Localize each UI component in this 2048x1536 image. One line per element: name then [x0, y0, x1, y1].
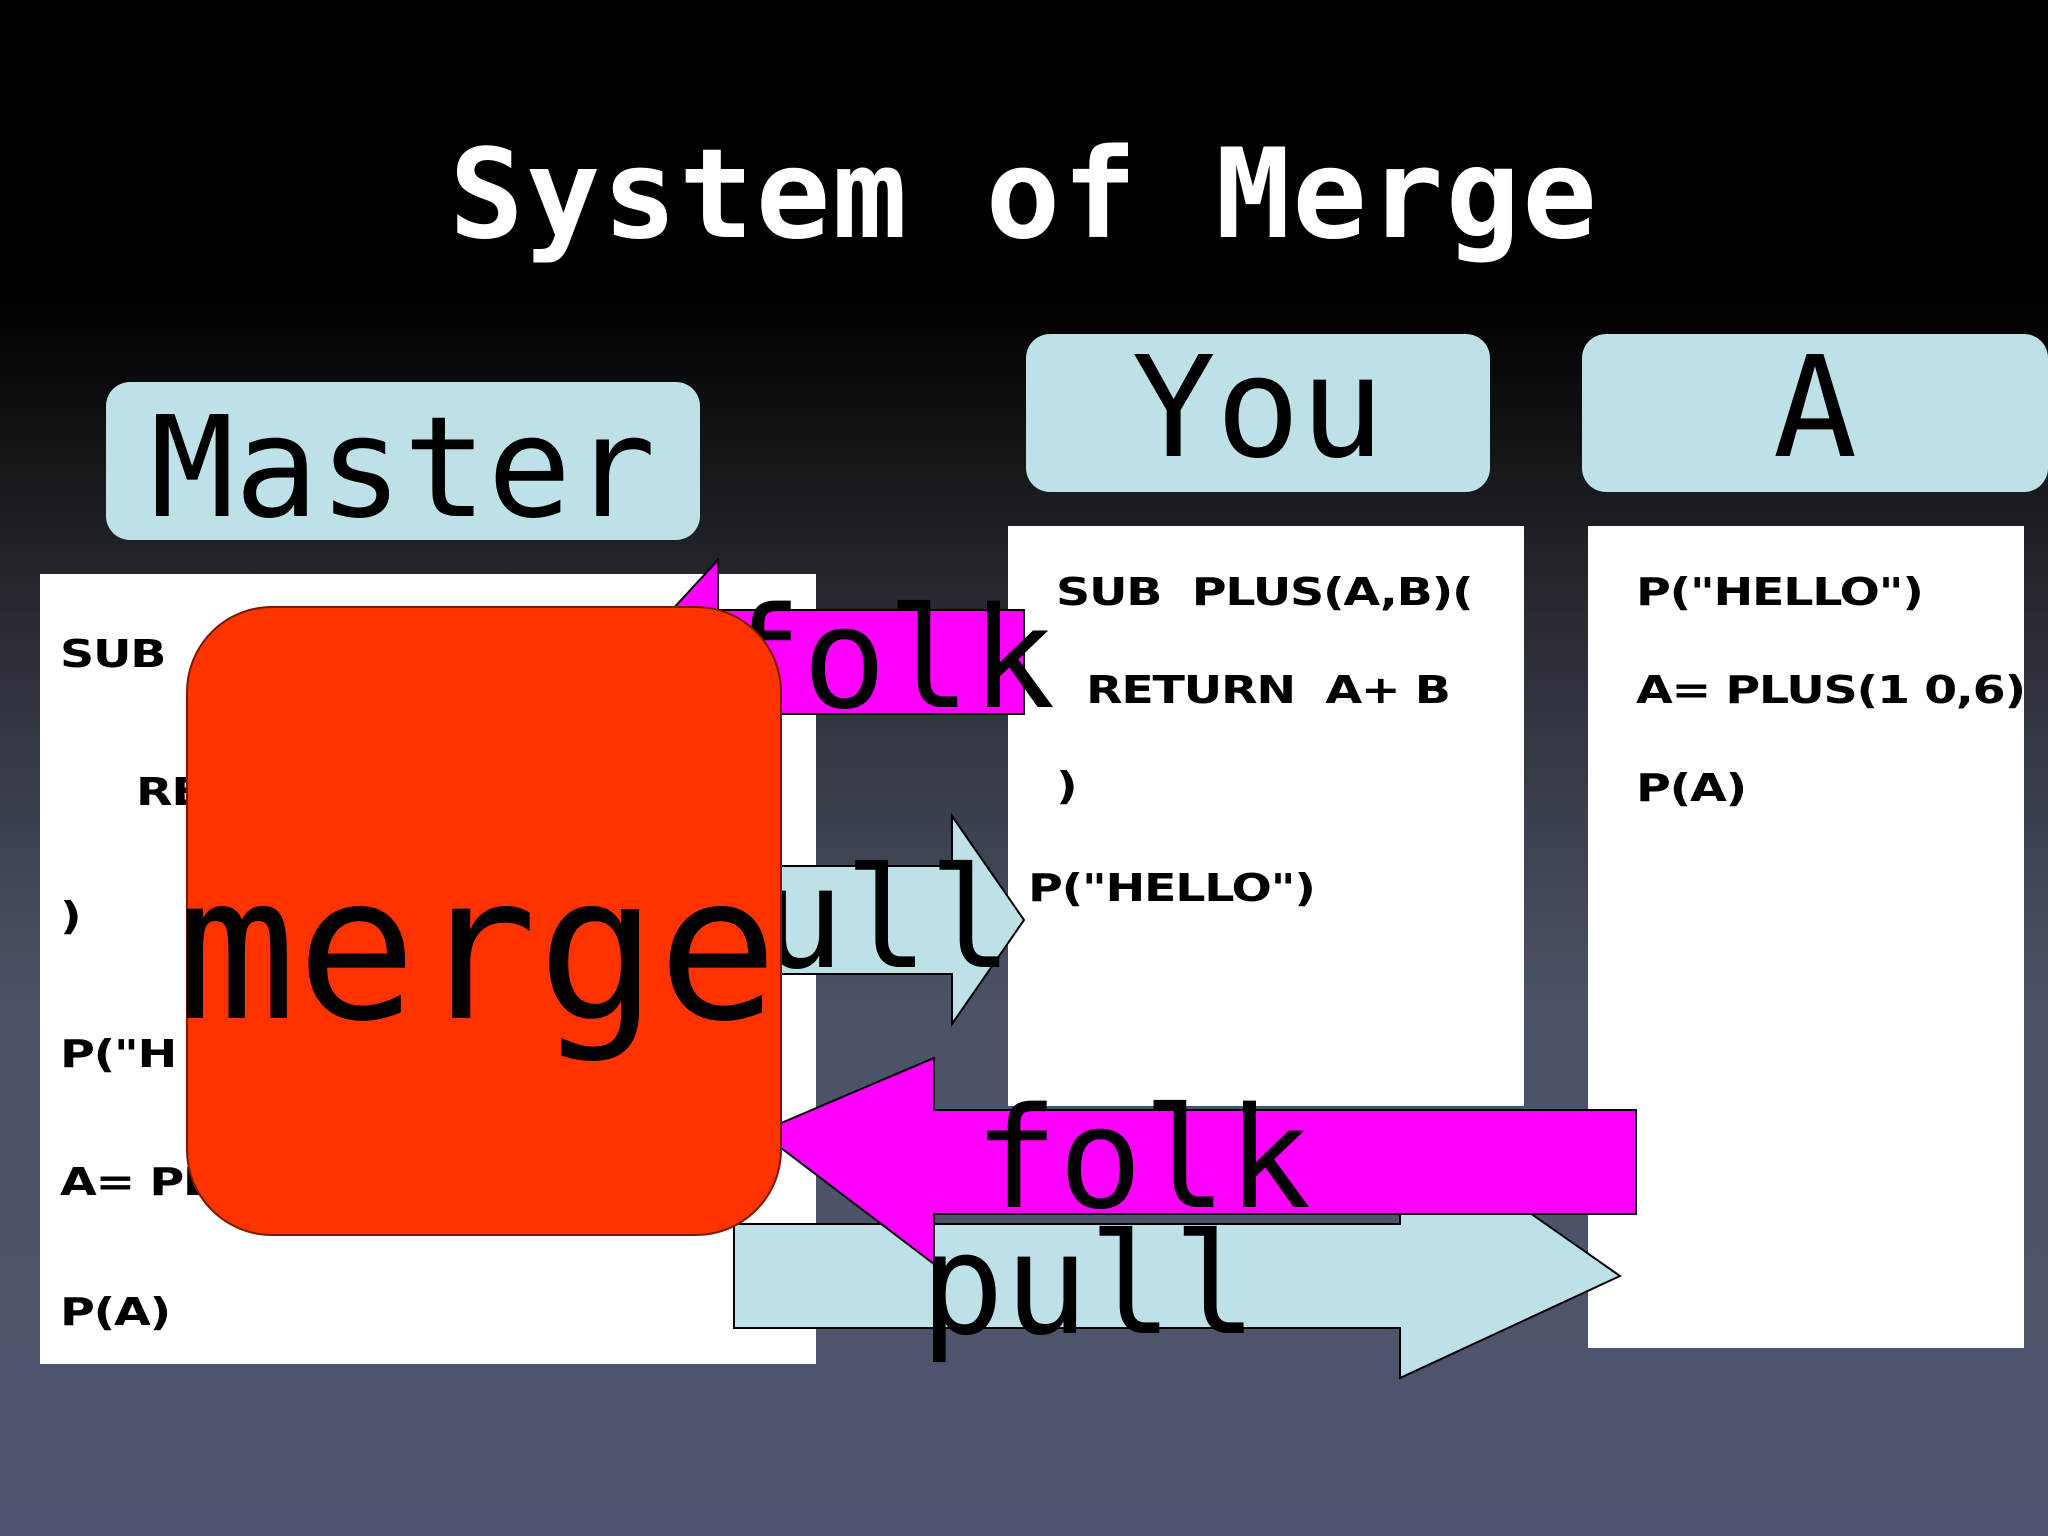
you-label-text: You	[1131, 327, 1385, 490]
code-line: )	[60, 894, 82, 938]
master-label: Master	[106, 382, 700, 540]
you-label: You	[1026, 334, 1490, 492]
code-line: P("HELLO")	[1636, 570, 1924, 614]
a-label-text: A	[1772, 327, 1858, 490]
code-line: RETURN A+ B	[1086, 668, 1451, 712]
merge-box	[186, 606, 782, 1236]
code-line: P(A)	[60, 1290, 171, 1334]
you-code-panel: SUB PLUS(A,B)( RETURN A+ B ) P("HELLO")	[1008, 526, 1524, 1106]
code-line: SUB	[60, 632, 167, 676]
a-label: A	[1582, 334, 2048, 492]
code-line: P(A)	[1636, 766, 1747, 810]
code-line: P("HELLO")	[1028, 866, 1316, 910]
code-line: )	[1056, 764, 1078, 808]
merge-label: merge	[176, 833, 779, 1066]
folk-label-bottom: folk	[974, 1078, 1312, 1241]
code-line: P("H	[60, 1032, 177, 1076]
master-label-text: Master	[150, 387, 656, 550]
code-line: SUB PLUS(A,B)(	[1056, 570, 1474, 614]
slide-title: System of Merge	[449, 123, 1599, 267]
a-code-panel: P("HELLO") A= PLUS(1 0,6) P(A)	[1588, 526, 2024, 1348]
pull-arrow-middle	[779, 812, 1026, 1028]
folk-arrow-bottom	[758, 1056, 1637, 1267]
code-line: A= PLUS(1 0,6)	[1636, 668, 2024, 712]
pull-label-bottom: pull	[920, 1204, 1258, 1367]
pull-label-middle: ull	[760, 838, 1013, 1001]
